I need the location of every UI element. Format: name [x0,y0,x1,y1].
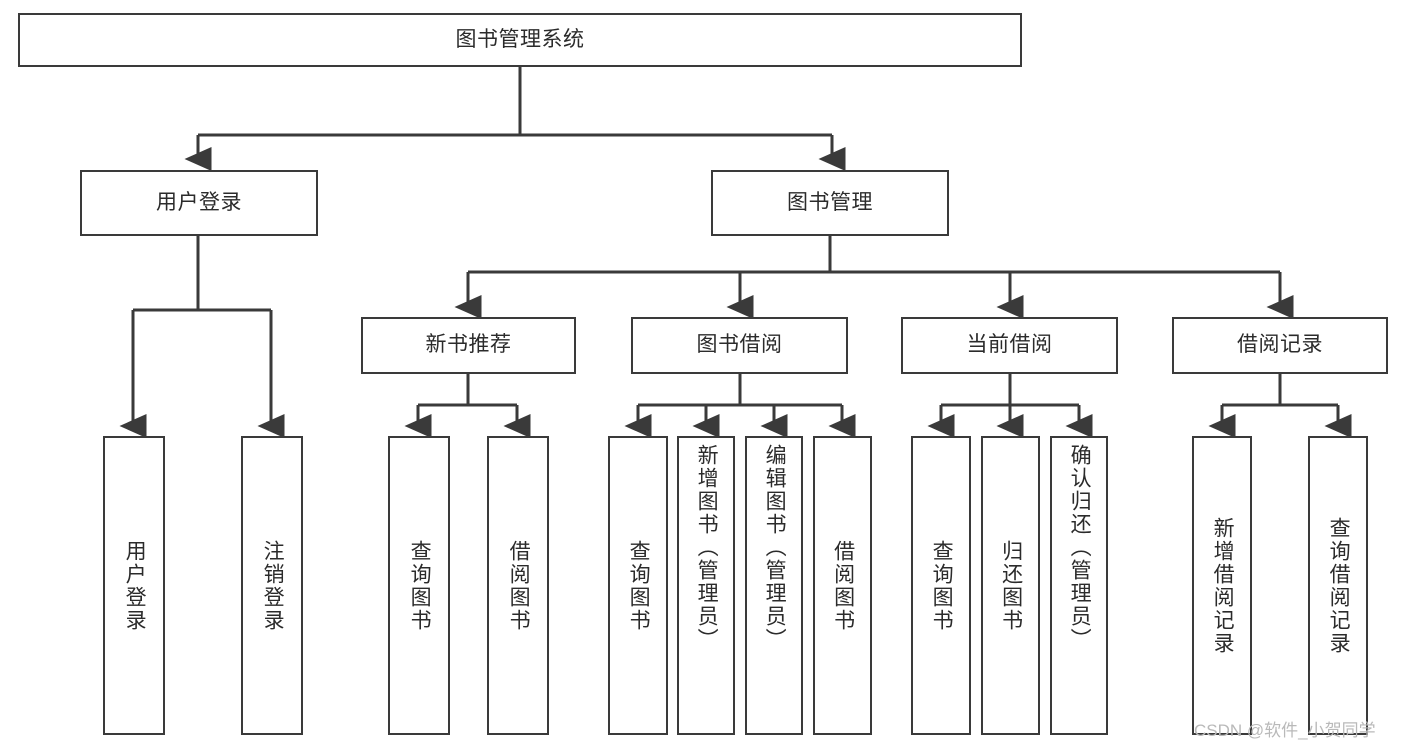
node-current-borrow[interactable]: 当前借阅 [901,317,1118,374]
leaf-query-book-2[interactable]: 查询图书 [608,436,668,735]
leaf-query-borrow-record[interactable]: 查询借阅记录 [1308,436,1368,735]
leaf-user-login[interactable]: 用户登录 [103,436,165,735]
node-new-book-recommend-label: 新书推荐 [425,333,512,357]
leaf-borrow-book-1-label: 借阅图书 [507,539,531,632]
leaf-logout-login[interactable]: 注销登录 [241,436,303,735]
node-root[interactable]: 图书管理系统 [18,13,1022,67]
leaf-add-book-admin-label: 新增图书（管理员） [695,444,719,651]
node-root-label: 图书管理系统 [455,27,585,51]
node-user-login-label: 用户登录 [156,190,242,214]
node-book-manage-label: 图书管理 [787,190,873,214]
node-new-book-recommend[interactable]: 新书推荐 [361,317,576,374]
leaf-return-book[interactable]: 归还图书 [981,436,1040,735]
leaf-query-book-2-label: 查询图书 [627,539,651,632]
leaf-user-login-label: 用户登录 [123,539,147,632]
node-user-login[interactable]: 用户登录 [80,170,318,236]
node-book-manage[interactable]: 图书管理 [711,170,949,236]
csdn-watermark: CSDN @软件_小贺同学 [1194,721,1376,740]
leaf-query-book-1[interactable]: 查询图书 [388,436,450,735]
leaf-logout-login-label: 注销登录 [261,539,285,632]
leaf-add-borrow-record-label: 新增借阅记录 [1211,516,1235,655]
leaf-borrow-book-2-label: 借阅图书 [831,539,855,632]
leaf-edit-book-admin-label: 编辑图书（管理员） [763,444,787,651]
leaf-add-book-admin[interactable]: 新增图书（管理员） [677,436,735,735]
leaf-query-book-3-label: 查询图书 [930,539,954,632]
node-borrow-record[interactable]: 借阅记录 [1172,317,1388,374]
leaf-add-borrow-record[interactable]: 新增借阅记录 [1192,436,1252,735]
node-borrow-record-label: 借阅记录 [1237,333,1323,357]
leaf-edit-book-admin[interactable]: 编辑图书（管理员） [745,436,803,735]
leaf-return-book-label: 归还图书 [999,539,1023,632]
leaf-borrow-book-2[interactable]: 借阅图书 [813,436,872,735]
leaf-query-book-1-label: 查询图书 [408,539,432,632]
node-book-borrow-label: 图书借阅 [696,333,783,357]
leaf-confirm-return-admin[interactable]: 确认归还（管理员） [1050,436,1108,735]
leaf-confirm-return-admin-label: 确认归还（管理员） [1068,444,1092,651]
node-current-borrow-label: 当前借阅 [966,333,1053,357]
leaf-query-borrow-record-label: 查询借阅记录 [1327,516,1351,655]
node-book-borrow[interactable]: 图书借阅 [631,317,848,374]
leaf-borrow-book-1[interactable]: 借阅图书 [487,436,549,735]
leaf-query-book-3[interactable]: 查询图书 [911,436,971,735]
